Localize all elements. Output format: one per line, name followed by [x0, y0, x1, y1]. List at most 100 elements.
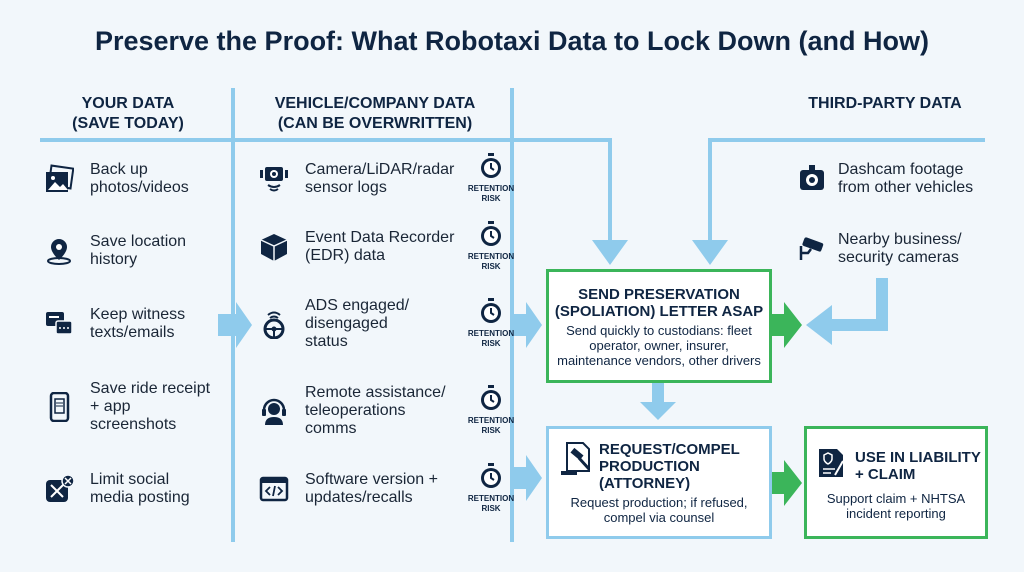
preservation-letter-box: SEND PRESERVATION(SPOLIATION) LETTER ASA…	[546, 269, 772, 383]
your-data-header: YOUR DATA (SAVE TODAY)	[28, 94, 228, 134]
box-text: Request production; if refused,compel vi…	[570, 495, 748, 525]
item-line: Save location	[90, 233, 187, 250]
item-line: Limit social	[90, 471, 170, 488]
header-rule-left	[40, 138, 612, 240]
stopwatch-icon	[481, 385, 501, 410]
risk-line: RISK	[481, 194, 501, 203]
photos-icon	[46, 164, 75, 192]
header-line: YOUR DATA	[81, 95, 175, 112]
risk-line: RISK	[481, 504, 501, 513]
arrow-down-left	[592, 240, 628, 265]
sensor-camera-icon	[260, 167, 288, 192]
arrow-green-1	[772, 302, 802, 348]
item-line: disengaged	[305, 315, 388, 332]
item-line: Save ride receipt	[90, 380, 211, 397]
item-line: screenshots	[90, 416, 177, 433]
header-line: (SAVE TODAY)	[72, 115, 184, 132]
risk-line: RETENTION	[467, 494, 515, 503]
use-in-claim-box: USE IN LIABILITY+ CLAIM Support claim + …	[804, 426, 988, 539]
item-line: history	[90, 251, 138, 268]
code-window-icon	[259, 476, 289, 502]
arrow-left-third-party	[806, 305, 832, 345]
arrow-right-vehicle-2	[512, 455, 542, 501]
gavel-document-icon	[561, 442, 591, 475]
item-line: photos/videos	[90, 179, 189, 196]
headset-icon	[262, 398, 286, 425]
steering-wheel-icon	[263, 311, 285, 340]
item-line: status	[305, 333, 348, 350]
item-line: from other vehicles	[838, 179, 974, 196]
item-line: + app	[90, 398, 131, 415]
risk-line: RETENTION	[467, 329, 515, 338]
item-line: Software version +	[305, 471, 438, 488]
third-party-connector	[830, 278, 888, 331]
item-text: Event Data Recorder(EDR) data	[305, 229, 454, 265]
item-text: Nearby business/security cameras	[838, 231, 962, 267]
box-recorder-icon	[260, 234, 288, 261]
third-party-header: THIRD-PARTY DATA	[808, 95, 962, 112]
item-line: Back up	[90, 161, 148, 178]
item-line: ADS engaged/	[305, 297, 410, 314]
phone-receipt-icon	[49, 391, 70, 423]
stopwatch-icon	[481, 298, 501, 323]
item-text: Software version +updates/recalls	[305, 471, 438, 507]
risk-line: RISK	[481, 262, 501, 271]
social-x-icon	[46, 474, 75, 502]
item-line: comms	[305, 420, 357, 437]
arrow-down-step	[640, 402, 676, 420]
risk-line: RISK	[481, 426, 501, 435]
item-line: updates/recalls	[305, 489, 413, 506]
risk-line: RETENTION	[467, 252, 515, 261]
arrow-right-vehicle-1	[512, 302, 542, 348]
chat-bubbles-icon	[46, 312, 73, 335]
item-line: texts/emails	[90, 324, 175, 341]
page-title: Preserve the Proof: What Robotaxi Data t…	[94, 26, 930, 56]
item-line: (EDR) data	[305, 247, 386, 264]
item-line: security cameras	[838, 249, 959, 266]
header-rule-right	[708, 138, 985, 240]
item-line: media posting	[90, 489, 190, 506]
dashcam-icon	[800, 165, 824, 190]
stopwatch-icon	[481, 221, 501, 246]
item-line: Dashcam footage	[838, 161, 964, 178]
vehicle-data-header: VEHICLE/COMPANY DATA (CAN BE OVERWRITTEN…	[240, 94, 510, 134]
security-camera-icon	[799, 237, 824, 260]
item-line: Nearby business/	[838, 231, 962, 248]
item-line: Camera/LiDAR/radar	[305, 161, 455, 178]
risk-line: RETENTION	[467, 184, 515, 193]
box-title: SEND PRESERVATION(SPOLIATION) LETTER ASA…	[554, 286, 764, 320]
item-line: sensor logs	[305, 179, 387, 196]
item-line: Event Data Recorder	[305, 229, 455, 246]
item-line: teleoperations	[305, 402, 406, 419]
box-title: USE IN LIABILITY+ CLAIM	[855, 449, 981, 483]
location-pin-icon	[47, 239, 71, 265]
header-line: (CAN BE OVERWRITTEN)	[277, 115, 473, 132]
arrow-down-right	[692, 240, 728, 265]
arrow-green-2	[772, 460, 802, 506]
arrow-right-your-data	[218, 302, 252, 348]
risk-line: RISK	[481, 339, 501, 348]
item-line: Remote assistance/	[305, 384, 446, 401]
item-line: Keep witness	[90, 306, 186, 323]
stopwatch-icon	[481, 153, 501, 178]
stopwatch-icon	[481, 463, 501, 488]
risk-line: RETENTION	[467, 416, 515, 425]
